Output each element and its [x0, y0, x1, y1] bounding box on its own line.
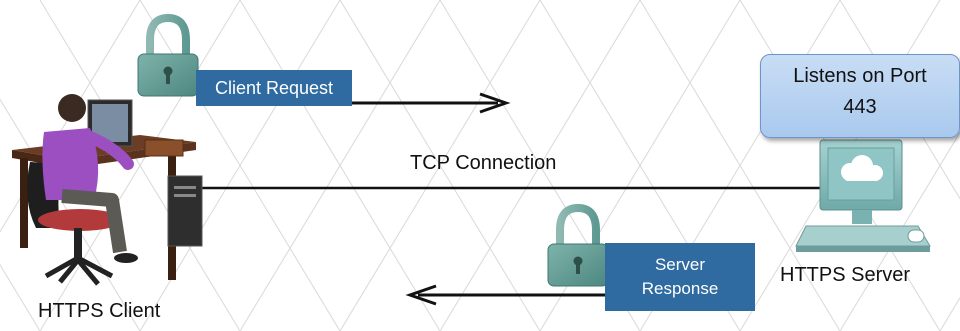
- tcp-connection-label: TCP Connection: [410, 152, 557, 174]
- port-callout-line1: Listens on Port: [793, 65, 927, 87]
- padlock-icon: [137, 13, 199, 97]
- https-client-label: HTTPS Client: [38, 300, 161, 322]
- port-number: 443: [843, 96, 877, 118]
- server-response-line1: Server: [654, 255, 706, 274]
- client-request-label: Client Request: [196, 70, 352, 106]
- server-response-line2: Response: [641, 279, 719, 298]
- padlock-icon: [547, 203, 609, 287]
- client-workstation: [12, 94, 203, 286]
- server-computer: [795, 139, 931, 252]
- request-arrow: [352, 92, 511, 114]
- port-callout: Listens on Port 443: [760, 54, 960, 138]
- cloud-icon: [841, 155, 883, 181]
- response-arrow: [405, 284, 605, 306]
- https-server-label: HTTPS Server: [780, 264, 911, 286]
- server-response-label: Server Response: [605, 243, 755, 311]
